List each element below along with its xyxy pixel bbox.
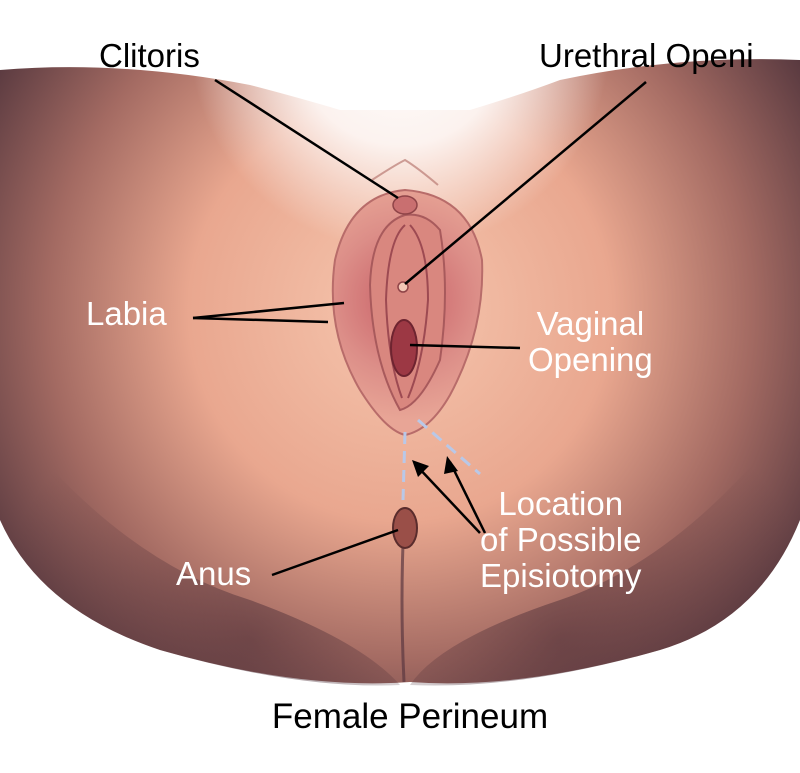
leader-episiotomy-2 <box>448 461 487 534</box>
label-vaginal-line1: Vaginal <box>536 305 645 342</box>
episiotomy-line-mediolateral <box>417 418 481 476</box>
vaginal-opening-mark <box>390 319 418 377</box>
label-clitoris: Clitoris <box>99 37 200 74</box>
label-labia: Labia <box>86 295 167 332</box>
label-episiotomy-line1: Location <box>498 485 624 522</box>
leader-urethral <box>404 81 647 285</box>
label-episiotomy-line2: of Possible <box>480 521 642 558</box>
leader-labia-lower <box>192 316 329 324</box>
arrowhead-episiotomy-1 <box>412 460 429 477</box>
leader-anus <box>271 528 399 577</box>
figure-title: Female Perineum <box>271 697 549 736</box>
right-buttock-shade <box>410 420 800 686</box>
arrowhead-episiotomy-2 <box>444 456 458 474</box>
episiotomy-line-midline <box>401 431 407 501</box>
label-urethral-opening: Urethral Openi <box>539 37 754 74</box>
left-buttock-shade <box>0 420 400 686</box>
leader-labia-upper <box>192 301 345 320</box>
leader-clitoris <box>214 78 399 200</box>
label-episiotomy-line3: Episiotomy <box>480 557 642 594</box>
label-vaginal-opening: Vaginal Opening <box>528 306 653 378</box>
label-episiotomy: Location of Possible Episiotomy <box>480 486 641 594</box>
label-anus: Anus <box>176 555 252 592</box>
clitoral-hood <box>392 195 418 215</box>
leader-vaginal <box>409 343 521 350</box>
leader-episiotomy-1 <box>415 464 481 534</box>
vulva <box>331 158 484 437</box>
anus-mark <box>392 507 418 549</box>
label-vaginal-line2: Opening <box>528 341 653 378</box>
